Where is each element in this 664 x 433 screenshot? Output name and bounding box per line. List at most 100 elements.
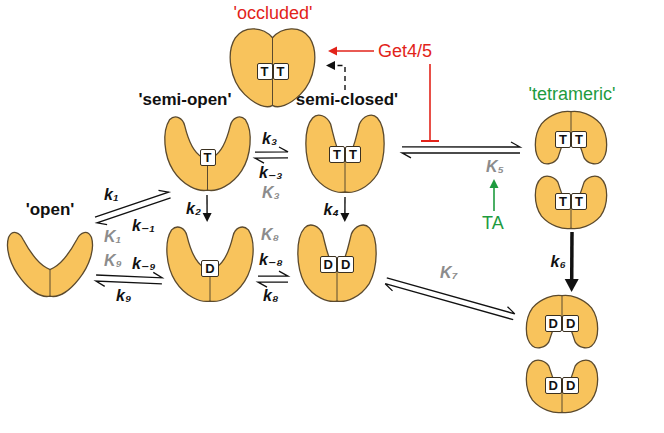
- reverse-harpoon: [258, 282, 288, 287]
- monomer-pair: [526, 360, 597, 413]
- state-name: 'semi-open': [115, 90, 255, 110]
- arrow-head: [565, 279, 579, 292]
- state-name: 'tetrameric': [520, 84, 624, 104]
- arrow-head: [203, 213, 212, 222]
- nucleotide-tag: D: [545, 315, 562, 332]
- protein-dimer: 'semi-open' T: [115, 90, 255, 195]
- protein-outline: [521, 292, 603, 416]
- monomer-divider: [50, 270, 51, 297]
- dimer-body: [165, 117, 250, 190]
- reaction-arrow: [96, 272, 162, 286]
- nucleotide-tag: D: [562, 377, 579, 394]
- monomer-pair: [306, 115, 384, 192]
- nucleotide-tag: D: [320, 256, 337, 273]
- reaction-arrow: [565, 232, 579, 292]
- equilibrium-constant: K₉: [104, 252, 122, 270]
- arrow-shaft: [570, 232, 574, 282]
- nucleotide-tag: T: [555, 193, 571, 210]
- nucleotide-tag: D: [337, 256, 354, 273]
- equilibrium-constant: K₁: [104, 228, 121, 246]
- state-name: 'occluded': [220, 3, 326, 23]
- reaction-arrow: [203, 195, 212, 222]
- equilibrium-constant: K₇: [440, 264, 457, 282]
- nucleotide-tag: D: [545, 377, 562, 394]
- rate-constant: k₃: [262, 130, 277, 148]
- nucleotide-tag: D: [562, 315, 579, 332]
- regulator-label: Get4/5: [378, 41, 432, 62]
- protein-dimer: D: [162, 222, 258, 306]
- reaction-arrow: [258, 271, 288, 287]
- monomer-pair: [167, 227, 253, 301]
- rate-constant: k₋₈: [259, 250, 283, 269]
- monomer-pair: [230, 29, 315, 107]
- nucleotide-tag: T: [200, 149, 216, 166]
- nucleotide-tag: T: [345, 146, 361, 163]
- rate-constant: k₋₉: [132, 254, 156, 273]
- protein-outline: [530, 108, 612, 232]
- forward-harpoon: [387, 278, 515, 314]
- state-name: 'open': [4, 200, 96, 220]
- rate-constant: k₉: [116, 287, 131, 305]
- monomer-pair: [7, 232, 92, 296]
- nucleotide-tag: T: [555, 131, 571, 148]
- inhibition-line: [429, 64, 431, 141]
- dimer-body: [298, 225, 376, 301]
- rate-constant: k₈: [263, 287, 278, 305]
- protein-dimer: 'semi-closed' TT: [288, 90, 402, 197]
- nucleotide-tag: T: [273, 63, 289, 80]
- rate-constant: k₄: [324, 201, 339, 219]
- rate-constant: k₂: [186, 200, 201, 218]
- reaction-arrow: [385, 278, 515, 320]
- nucleotide-tag: T: [257, 63, 273, 80]
- dimer-body: [535, 176, 606, 229]
- protein-dimer: 'open': [4, 200, 96, 300]
- equilibrium-constant: K₃: [262, 184, 280, 202]
- dimer-body: [526, 295, 597, 348]
- dimer-body: [230, 29, 315, 107]
- monomer-pair: [298, 225, 376, 301]
- monomer-divider: [345, 158, 346, 192]
- dimer-body: [535, 111, 606, 164]
- reaction-arrow: [326, 61, 345, 90]
- arrow-head: [340, 213, 349, 222]
- nucleotide-tag: T: [571, 131, 587, 148]
- arrow-shaft: [344, 197, 346, 215]
- ta-arrow-line: [493, 187, 495, 211]
- equilibrium-constant: K₅: [486, 158, 504, 176]
- dimer-body: [526, 360, 597, 413]
- state-name: 'semi-closed': [288, 90, 402, 110]
- nucleotide-tag: T: [329, 146, 345, 163]
- get45-arrow-head: [328, 47, 337, 56]
- monomer-pair: [535, 176, 606, 229]
- reaction-arrow: [340, 197, 349, 222]
- monomer-pair: [526, 295, 597, 348]
- forward-harpoon: [255, 147, 288, 152]
- arrow-head: [326, 61, 335, 70]
- rate-constant: k₆: [551, 253, 566, 271]
- reverse-harpoon: [255, 158, 288, 163]
- reaction-arrow: [255, 147, 288, 163]
- reverse-harpoon: [385, 284, 513, 320]
- rate-constant: k₋₁: [132, 216, 155, 235]
- inhibition-bar: [421, 140, 439, 142]
- protein-dimer: 'occluded' TT: [220, 3, 326, 109]
- protein-outline: [5, 224, 95, 300]
- protein-tetramer: 'tetrameric'TTTT: [520, 84, 624, 232]
- dimer-body: [167, 227, 253, 301]
- reverse-harpoon: [402, 153, 520, 158]
- nucleotide-tag: T: [571, 193, 587, 210]
- protein-dimer: DD: [288, 222, 386, 306]
- monomer-pair: [535, 111, 606, 164]
- equilibrium-constant: K₈: [261, 226, 279, 244]
- nucleotide-tag: D: [201, 260, 218, 277]
- arrow-shaft: [206, 195, 208, 215]
- forward-harpoon: [402, 142, 520, 147]
- reaction-arrow: [402, 142, 520, 158]
- ta-arrow-head: [490, 179, 499, 188]
- dimer-body: [7, 232, 92, 296]
- rate-constant: k₋₃: [259, 163, 283, 182]
- forward-harpoon: [96, 272, 162, 277]
- protein-tetramer: DDDD: [514, 292, 610, 416]
- activator-label: TA: [482, 213, 504, 234]
- forward-harpoon: [258, 271, 288, 276]
